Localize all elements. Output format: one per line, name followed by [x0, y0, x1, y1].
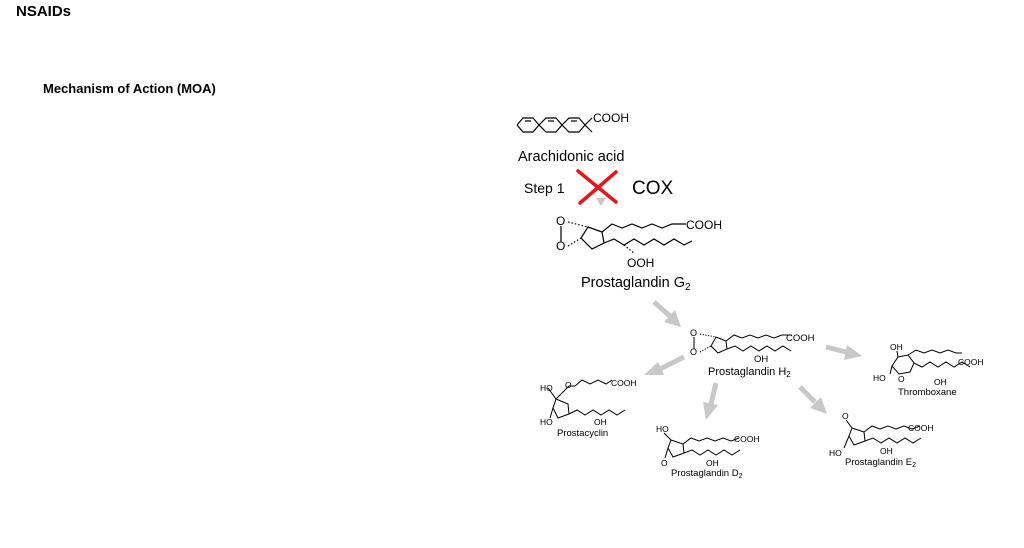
prostacyclin-ho-bottom: HO	[540, 417, 553, 427]
arrow-pgg2-to-pgh2	[652, 300, 681, 327]
prostacyclin-cooh: COOH	[611, 378, 637, 388]
arrow-pgh2-to-prostacyclin	[644, 354, 686, 375]
thromboxane-oh: OH	[934, 377, 947, 387]
thromboxane-structure	[889, 349, 971, 375]
pgd2-cooh: COOH	[734, 434, 760, 444]
cox-enzyme-label: COX	[632, 178, 674, 199]
step-1-label: Step 1	[524, 180, 565, 196]
arachidonic-acid-cooh: COOH	[593, 111, 629, 125]
pgd2-o: O	[661, 458, 668, 468]
pge2-cooh: COOH	[908, 423, 934, 433]
prostacyclin-o: O	[565, 380, 572, 390]
thromboxane-oh-top: OH	[890, 342, 903, 352]
pgh2-structure	[693, 333, 792, 354]
pgg2-label: Prostaglandin G2	[581, 275, 691, 293]
arachidonic-acid-label: Arachidonic acid	[518, 149, 624, 165]
pgh2-oh: OH	[754, 354, 768, 365]
page-title: NSAIDs	[16, 3, 72, 20]
section-heading: Mechanism of Action (MOA)	[43, 81, 216, 96]
thromboxane-o: O	[898, 374, 905, 384]
pge2-o: O	[842, 411, 849, 421]
step-1-arrow	[596, 198, 606, 206]
pgd2-label: Prostaglandin D2	[671, 468, 743, 480]
pgd2-oh: OH	[706, 458, 719, 468]
pgh2-o-bottom: O	[690, 347, 697, 357]
pgd2-ho: HO	[656, 424, 669, 434]
prostacyclin-structure	[547, 379, 626, 419]
thromboxane-ho: HO	[873, 373, 886, 383]
prostacyclin-ho-top: HO	[540, 383, 553, 393]
pgg2-o-top: O	[556, 214, 565, 228]
blocked-x-mark	[576, 169, 618, 205]
arachidonic-acid-structure	[516, 117, 593, 133]
thromboxane-cooh: COOH	[958, 357, 984, 367]
arrow-pgh2-to-pge2	[798, 385, 827, 414]
pge2-ho: HO	[829, 448, 842, 458]
pge2-label: Prostaglandin E2	[845, 457, 916, 469]
pgh2-cooh: COOH	[786, 333, 815, 344]
arrow-pgh2-to-pgd2	[703, 382, 719, 420]
thromboxane-label: Thromboxane	[898, 387, 957, 398]
pge2-oh: OH	[880, 446, 893, 456]
pgh2-label: Prostaglandin H2	[708, 366, 791, 379]
prostacyclin-oh: OH	[594, 417, 607, 427]
pgd2-structure	[663, 432, 741, 459]
pgg2-o-bottom: O	[556, 239, 565, 253]
pge2-structure	[843, 419, 922, 449]
pgg2-cooh: COOH	[686, 218, 722, 232]
arrow-pgh2-to-thromboxane	[825, 344, 862, 360]
pgg2-structure	[560, 221, 693, 255]
prostacyclin-label: Prostacyclin	[557, 428, 608, 439]
pgh2-o-top: O	[690, 328, 697, 338]
pgg2-ooh: OOH	[627, 256, 654, 270]
